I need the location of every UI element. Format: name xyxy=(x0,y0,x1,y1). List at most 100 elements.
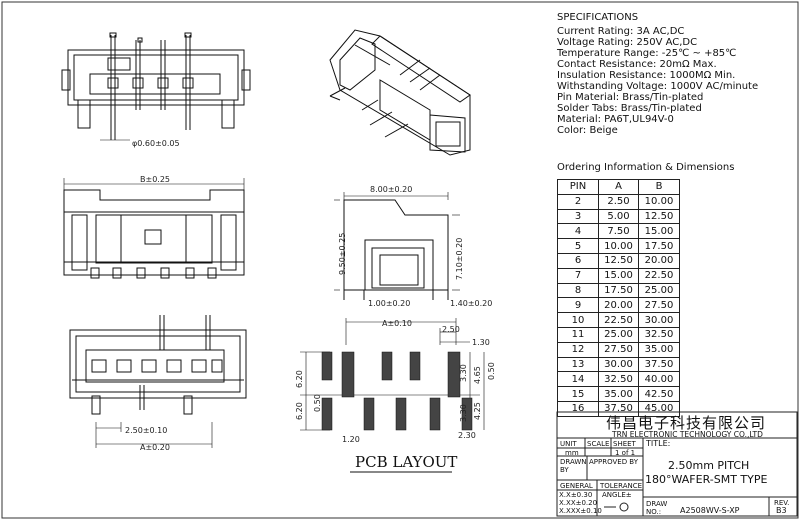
table-cell: 20.00 xyxy=(638,252,680,269)
table-cell: 15.00 xyxy=(598,267,639,284)
dim-pin-diameter: φ0.60±0.05 xyxy=(132,139,180,148)
header-cell: B xyxy=(638,179,680,195)
dim-pcb-620-bot: 6.20 xyxy=(295,402,304,420)
dim-side-width: 8.00±0.20 xyxy=(370,185,412,194)
table-cell: 2.50 xyxy=(598,193,639,210)
company-name-cn: 伟昌电子科技有限公司 xyxy=(606,414,767,432)
dim-b-width: B±0.25 xyxy=(140,175,170,184)
bottom-view xyxy=(69,315,247,448)
table-cell: 40.00 xyxy=(638,371,680,388)
table-cell: 27.50 xyxy=(598,341,639,358)
specifications-title: SPECIFICATIONS xyxy=(557,12,639,23)
table-cell: 17.50 xyxy=(598,282,639,299)
description-line-2: 180°WAFER-SMT TYPE xyxy=(645,473,768,486)
rev-label: REV. xyxy=(774,499,790,507)
tolerance-2: X.XX±0.20 xyxy=(559,499,598,507)
spec-line: Solder Tabs: Brass/Tin-plated xyxy=(557,103,702,114)
table-cell: 10 xyxy=(557,312,599,328)
scale-label: SCALE xyxy=(587,440,610,448)
dim-pcb-330-top: 3.30 xyxy=(459,364,468,382)
angle-label: ANGLE± xyxy=(602,491,632,499)
general-label: GENERAL xyxy=(560,482,593,490)
table-cell: 12.50 xyxy=(598,252,639,269)
dim-pcb-465: 4.65 xyxy=(473,366,482,384)
table-cell: 27.50 xyxy=(638,297,680,314)
drawn-by-label: DRAWN BY xyxy=(560,458,587,474)
table-cell: 7.50 xyxy=(598,223,639,240)
spec-line: Insulation Resistance: 1000MΩ Min. xyxy=(557,70,736,81)
ordering-title: Ordering Information & Dimensions xyxy=(557,162,735,173)
dim-side-left: 1.00±0.20 xyxy=(368,299,410,308)
dim-pcb-620-top: 6.20 xyxy=(295,370,304,388)
spec-line: Current Rating: 3A AC,DC xyxy=(557,26,685,37)
tolerance-1: X.X±0.30 xyxy=(559,491,593,499)
dim-side-right: 1.40±0.20 xyxy=(450,299,492,308)
spec-line: Withstanding Voltage: 1000V AC/minute xyxy=(557,81,759,92)
dim-pcb-pad-w: 1.30 xyxy=(472,338,490,347)
pcb-layout-label: PCB LAYOUT xyxy=(355,453,458,471)
dim-pcb-050-right: 0.50 xyxy=(487,362,496,380)
table-cell: 42.50 xyxy=(638,386,680,402)
table-cell: 22.50 xyxy=(638,267,680,284)
draw-number: A2508WV-S-XP xyxy=(680,506,740,515)
isometric-view xyxy=(329,29,471,156)
sheet-value: 1 of 1 xyxy=(615,449,636,457)
table-cell: 25.00 xyxy=(598,326,639,343)
table-cell: 4 xyxy=(557,223,599,240)
dim-side-height2: 7.10±0.20 xyxy=(455,238,464,280)
table-cell: 10.00 xyxy=(638,193,680,210)
table-cell: 5 xyxy=(557,238,599,254)
table-cell: 22.50 xyxy=(598,312,639,328)
dim-side-height: 9.50±0.25 xyxy=(338,233,347,275)
unit-value: mm xyxy=(565,449,579,457)
table-cell: 2 xyxy=(557,193,599,210)
company-name-en: TRN ELECTRONIC TECHNOLOGY CO.,LTD xyxy=(612,430,763,439)
table-cell: 5.00 xyxy=(598,208,639,225)
table-cell: 12 xyxy=(557,341,599,358)
header-cell: PIN xyxy=(557,179,599,195)
table-cell: 17.50 xyxy=(638,238,680,254)
dim-pcb-425: 4.25 xyxy=(473,402,482,420)
spec-line: Temperature Range: -25℃ ~ +85℃ xyxy=(557,48,737,59)
table-cell: 6 xyxy=(557,252,599,269)
dim-a-bottom: A±0.20 xyxy=(140,443,170,452)
dim-a-pcb: A±0.10 xyxy=(382,319,412,328)
table-cell: 15.00 xyxy=(638,223,680,240)
dim-pcb-330-bot: 3.30 xyxy=(459,404,468,422)
table-cell: 3 xyxy=(557,208,599,225)
dim-pcb-050-left: 0.50 xyxy=(313,394,322,412)
table-cell: 32.50 xyxy=(598,371,639,388)
table-cell: 25.00 xyxy=(638,282,680,299)
table-cell: 32.50 xyxy=(638,326,680,343)
table-cell: 15 xyxy=(557,386,599,402)
approved-by-label: APPROVED BY xyxy=(589,458,639,466)
rev-value: B3 xyxy=(776,506,787,515)
table-cell: 11 xyxy=(557,326,599,343)
tolerance-label: TOLERANCE xyxy=(600,482,643,490)
dim-pcb-120: 1.20 xyxy=(342,435,360,444)
dim-pcb-pitch: 2.50 xyxy=(442,325,460,334)
spec-line: Contact Resistance: 20mΩ Max. xyxy=(557,59,717,70)
description-line-1: 2.50mm PITCH xyxy=(668,459,750,472)
table-cell: 7 xyxy=(557,267,599,284)
spec-line: Material: PA6T,UL94V-0 xyxy=(557,114,674,125)
table-cell: 35.00 xyxy=(598,386,639,402)
table-cell: 14 xyxy=(557,371,599,388)
spec-line: Pin Material: Brass/Tin-plated xyxy=(557,92,704,103)
table-header-row: PIN A B xyxy=(557,179,680,195)
side-view xyxy=(334,192,460,300)
spec-line: Voltage Rating: 250V AC,DC xyxy=(557,37,698,48)
table-cell: 20.00 xyxy=(598,297,639,314)
table-cell: 30.00 xyxy=(638,312,680,328)
